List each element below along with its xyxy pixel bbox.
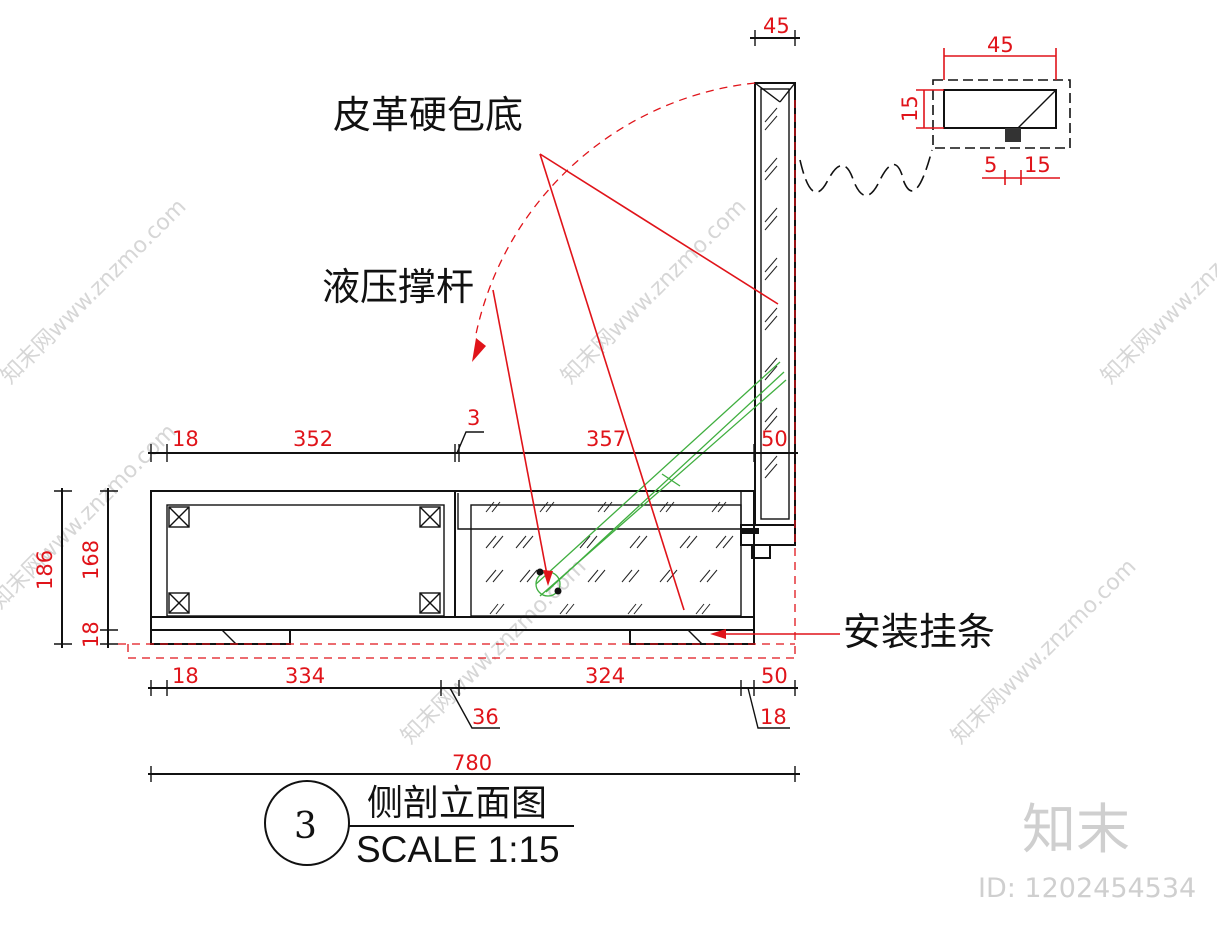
strut-pivot-bottom <box>554 587 562 595</box>
vertical-dimension-chain: 186 168 18 <box>33 488 118 648</box>
strut-arrowhead <box>543 570 553 586</box>
detail-frame <box>932 79 1071 149</box>
detail-width-label: 45 <box>987 33 1014 57</box>
detail-section: 45 15 5 15 <box>898 33 1071 185</box>
detail-offset-2-label: 15 <box>1024 153 1051 177</box>
plinth-left <box>150 629 291 645</box>
dim-bottom-corner: 18 <box>760 705 787 729</box>
dim-top-right: 50 <box>761 427 788 451</box>
strut-pivot-top <box>536 568 544 576</box>
lid-hatch <box>764 107 778 479</box>
cabinet-body <box>150 490 755 645</box>
leather-panel-hatch <box>485 501 734 615</box>
watermark-text: 知末网www.znzmo.com <box>1097 194 1217 389</box>
dim-top-span-1: 352 <box>293 427 333 451</box>
watermark-group: 知末网www.znzmo.com 知末网www.znzmo.com 知末网www… <box>0 194 1217 904</box>
detail-profile <box>943 89 1057 129</box>
watermark-text: 知末网www.znzmo.com <box>0 194 191 389</box>
hinge <box>741 528 759 534</box>
dim-height-base: 18 <box>79 621 103 648</box>
break-line <box>799 149 933 197</box>
dim-top-span-2: 357 <box>586 427 626 451</box>
detail-height-label: 15 <box>898 95 922 122</box>
watermark-text: 知末网www.znzmo.com <box>0 419 181 614</box>
top-dimension-chain: 18 352 3 357 50 <box>148 406 798 462</box>
title-block: 3 侧剖立面图 SCALE 1:15 <box>264 780 574 870</box>
dim-height-total: 186 <box>33 550 57 590</box>
detail-insert <box>1005 128 1021 142</box>
rail-arrowhead <box>710 629 726 639</box>
label-leather: 皮革硬包底 <box>333 93 523 137</box>
dim-top-left: 18 <box>172 427 199 451</box>
right-compartment <box>470 504 742 617</box>
dim-lid-thickness: 45 <box>763 14 790 38</box>
plinth-right <box>629 629 755 645</box>
dim-overall: 780 <box>452 751 492 775</box>
corner-blocks <box>168 506 441 614</box>
bottom-dimension-chain: 18 334 36 324 50 18 <box>148 664 798 729</box>
opening-arc <box>118 82 796 660</box>
title-name: 侧剖立面图 <box>367 783 547 824</box>
cabinet-outer-frame <box>150 490 755 631</box>
label-rail: 安装挂条 <box>843 610 995 654</box>
dim-bottom-gap: 36 <box>472 705 499 729</box>
overall-dimension: 780 <box>148 751 800 782</box>
left-compartment <box>166 504 445 617</box>
title-scale: SCALE 1:15 <box>356 829 560 870</box>
watermark-text: 知末网www.znzmo.com <box>557 194 752 389</box>
dim-bottom-span-2: 324 <box>585 664 625 688</box>
callouts: 皮革硬包底 液压撑杆 安装挂条 <box>322 93 995 654</box>
dim-height-inner: 168 <box>79 540 103 580</box>
dim-bottom-span-1: 334 <box>285 664 325 688</box>
detail-offset-1-label: 5 <box>984 153 997 177</box>
dim-bottom-left: 18 <box>172 664 199 688</box>
brand-logo-text: 知末 <box>1022 798 1130 861</box>
dim-top-gap: 3 <box>467 406 480 430</box>
title-number-circle <box>264 780 350 866</box>
lid-thickness-dimension: 45 <box>750 14 800 46</box>
title-number: 3 <box>294 806 317 847</box>
opened-lid <box>740 82 796 559</box>
label-strut: 液压撑杆 <box>322 265 474 309</box>
hydraulic-strut <box>535 361 787 597</box>
arc-arrowhead <box>472 338 486 362</box>
dim-bottom-right: 50 <box>761 664 788 688</box>
brand-id-text: ID: 1202454534 <box>978 873 1196 904</box>
